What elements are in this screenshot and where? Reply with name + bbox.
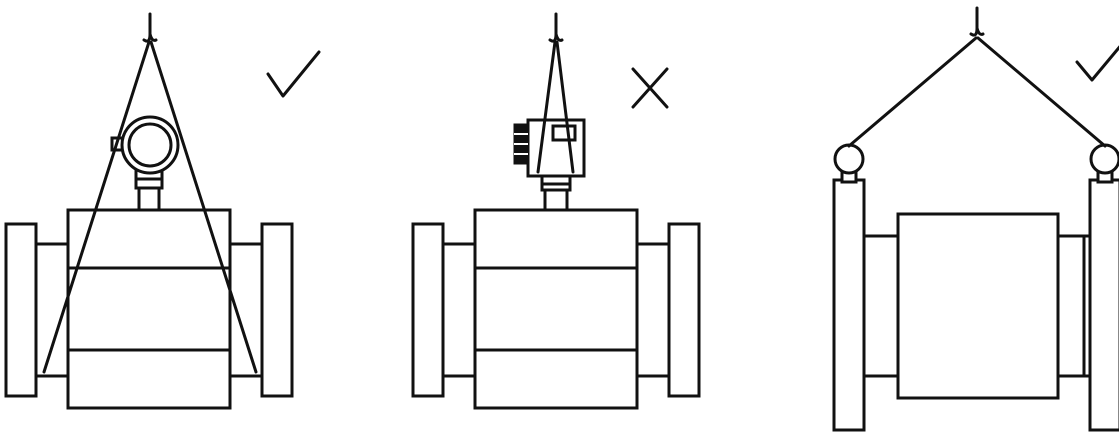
flange-left <box>832 178 900 432</box>
crane-hook-icon <box>142 12 158 43</box>
lifting-eye-right <box>1089 143 1119 184</box>
sling-ropes <box>536 40 575 174</box>
meter-body <box>66 208 232 410</box>
sling-ropes <box>42 40 258 374</box>
transmitter-round-head <box>110 115 180 212</box>
flange-left <box>411 222 477 398</box>
flange-right <box>228 222 294 398</box>
crane-hook-icon <box>969 6 985 37</box>
crane-hook-icon <box>548 12 564 43</box>
flange-right <box>635 222 701 398</box>
panel-sling-around-body <box>4 12 321 410</box>
panel-lift-by-transmitter-housing <box>411 12 701 410</box>
flange-left <box>4 222 70 398</box>
transmitter-square-housing <box>513 118 586 212</box>
check-mark-icon <box>266 50 321 98</box>
flange-right <box>1056 178 1119 432</box>
meter-body <box>473 208 639 410</box>
check-mark-icon <box>1075 45 1119 82</box>
sling-ropes <box>847 36 1107 148</box>
lifting-eye-left <box>833 143 865 184</box>
cross-mark-icon <box>631 67 669 109</box>
meter-body <box>896 212 1060 400</box>
panel-lift-by-flange-eyes <box>832 6 1119 432</box>
